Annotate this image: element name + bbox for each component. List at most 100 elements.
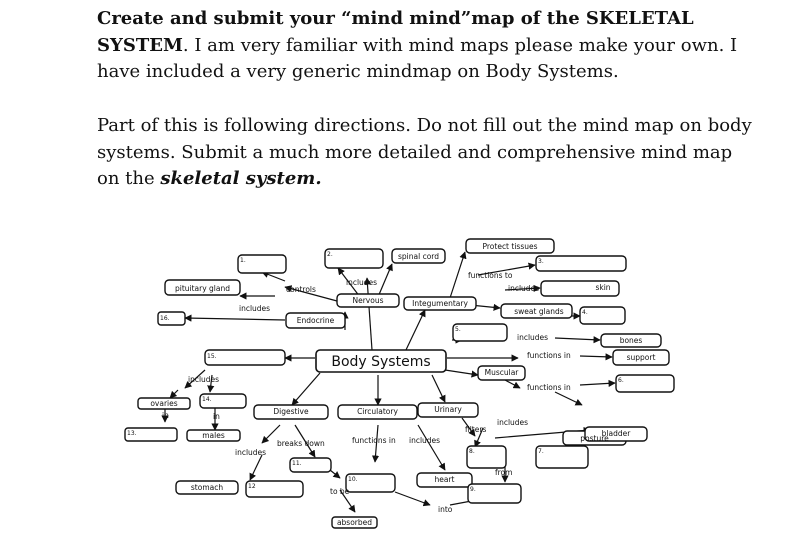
node-box-13 — [124, 427, 178, 442]
node-label-nervous: Nervous — [353, 296, 384, 305]
node-label-heart: heart — [435, 475, 455, 484]
node-box-spinal-cord — [391, 248, 446, 264]
link-label-filters: filters — [465, 425, 486, 434]
node-box-bones — [600, 333, 662, 348]
node-box-protect-tissues — [465, 238, 555, 254]
node-box-bladder — [584, 426, 648, 442]
link-label-includes-nervous: includes — [346, 278, 377, 287]
instruction-paragraph-1: Create and submit your “mind mind”map of… — [97, 6, 757, 86]
mind-map-node-labels: 1. 2. spinal cord Protect tissues 3. pit… — [127, 242, 655, 527]
node-label-muscular: Muscular — [485, 368, 520, 377]
node-label-digestive: Digestive — [273, 407, 309, 416]
node-label-urinary: Urinary — [434, 405, 462, 414]
node-box-4 — [579, 306, 626, 325]
node-label-bladder: bladder — [602, 429, 632, 438]
mind-map-links — [139, 251, 616, 513]
instruction-text-2: Part of this is following directions. Do… — [97, 115, 752, 189]
link-label-functions-to: functions to — [468, 271, 513, 280]
node-label-absorbed: absorbed — [337, 518, 372, 527]
node-box-15 — [204, 349, 286, 366]
node-label-12: 12 — [248, 483, 256, 490]
node-box-integumentary — [403, 296, 477, 311]
node-box-11 — [289, 457, 332, 473]
node-label-protect-tissues: Protect tissues — [482, 242, 537, 251]
node-label-11: 11. — [292, 460, 302, 467]
node-box-7 — [535, 445, 589, 469]
node-box-urinary — [417, 402, 479, 418]
link-label-into: into — [438, 505, 453, 514]
node-label-10: 10. — [348, 476, 358, 483]
node-label-spinal-cord: spinal cord — [398, 252, 439, 261]
link-label-includes-endocrine: includes — [239, 304, 270, 313]
node-label-15: 15. — [207, 353, 217, 360]
node-box-sweat-glands — [500, 303, 573, 319]
node-label-males: males — [202, 431, 225, 440]
node-box-16 — [157, 311, 186, 326]
node-label-4: 4. — [582, 309, 588, 316]
node-label-circulatory: Circulatory — [357, 407, 398, 416]
node-box-14 — [199, 393, 247, 409]
node-box-3 — [535, 255, 627, 272]
node-box-muscular — [477, 365, 526, 381]
node-box-ovaries — [137, 397, 191, 410]
link-label-includes-circulatory: includes — [409, 436, 440, 445]
node-box-8 — [466, 445, 507, 469]
node-box-9 — [467, 483, 522, 504]
node-box-10 — [345, 473, 396, 493]
skeletal-system-emphasis: skeletal system. — [160, 168, 322, 189]
link-label-breaks-down: breaks down — [277, 439, 325, 448]
node-box-endocrine — [285, 312, 346, 329]
node-label-endocrine: Endocrine — [297, 316, 335, 325]
node-box-1 — [237, 254, 287, 274]
mind-map-nodes — [124, 238, 675, 529]
node-label-integumentary: Integumentary — [412, 299, 468, 308]
link-label-functions-in-posture: functions in — [527, 383, 571, 392]
node-label-support: support — [627, 353, 656, 362]
link-label-includes-stomach: includes — [235, 448, 266, 457]
node-label-posture: posture — [580, 434, 609, 443]
node-box-12 — [245, 480, 304, 498]
link-label-includes-ovaries: includes — [188, 375, 219, 384]
node-label-pituitary: pituitary gland — [175, 284, 230, 293]
link-label-functions-in-support: functions in — [527, 351, 571, 360]
node-box-support — [612, 349, 670, 366]
node-box-circulatory — [337, 404, 418, 420]
node-label-5: 5. — [455, 326, 461, 333]
assignment-title: Create and submit your “mind mind”map of… — [97, 8, 694, 56]
link-label-includes-bladder: includes — [497, 418, 528, 427]
node-label-14: 14. — [202, 396, 212, 403]
instruction-paragraph-2: Part of this is following directions. Do… — [97, 113, 757, 193]
link-label-includes-bones: includes — [517, 333, 548, 342]
node-box-absorbed — [331, 516, 378, 529]
node-box-pituitary — [164, 279, 241, 296]
link-label-in-ovaries: in — [162, 411, 169, 420]
node-box-5 — [452, 323, 508, 342]
node-label-bones: bones — [620, 336, 643, 345]
instruction-text-1: . I am very familiar with mind maps plea… — [97, 34, 738, 83]
node-box-digestive — [253, 404, 329, 420]
node-label-sweat-glands: sweat glands — [514, 307, 564, 316]
node-box-6 — [615, 374, 675, 393]
node-box-nervous — [336, 293, 400, 308]
node-label-ovaries: ovaries — [150, 399, 177, 408]
node-label-2: 2. — [327, 251, 333, 258]
node-box-2 — [324, 248, 384, 269]
node-label-16: 16. — [160, 315, 170, 322]
node-label-8: 8. — [469, 448, 475, 455]
node-box-males — [186, 429, 241, 442]
node-box-stomach — [175, 480, 239, 495]
link-label-controls: controls — [286, 285, 316, 294]
node-label-stomach: stomach — [191, 483, 223, 492]
node-label-7: 7. — [538, 448, 544, 455]
node-label-13: 13. — [127, 430, 137, 437]
node-box-heart — [416, 472, 473, 488]
node-box-body-systems — [315, 349, 447, 373]
link-label-includes-skin: includes — [508, 284, 539, 293]
node-label-6: 6. — [618, 377, 624, 384]
node-label-9: 9. — [470, 486, 476, 493]
mind-map-link-labels: includes controls includes functions to … — [162, 271, 571, 514]
node-label-3: 3. — [538, 258, 544, 265]
link-label-to-be: to be — [330, 487, 350, 496]
